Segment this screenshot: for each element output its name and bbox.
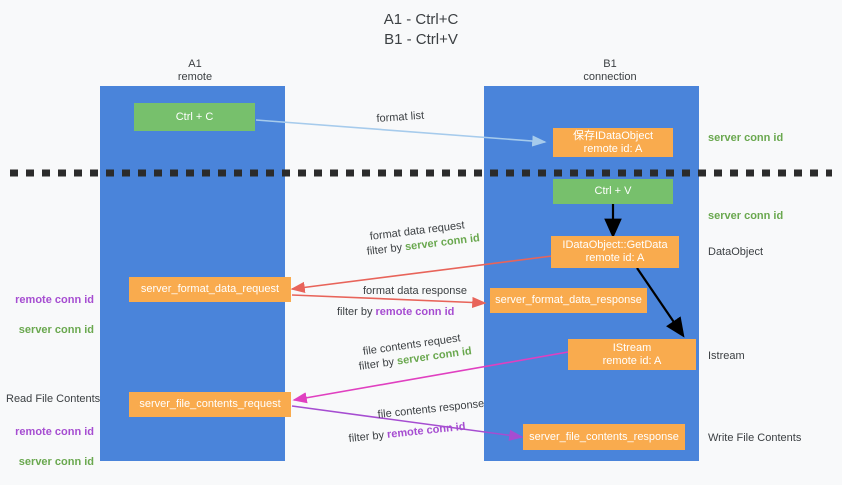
- left-label-conn-ids-1: remote conn id server conn id: [10, 278, 94, 353]
- caption-file-contents-response-filter: filter by remote conn id: [348, 420, 466, 447]
- box-ctrl-c[interactable]: Ctrl + C: [134, 103, 255, 131]
- left-label-server-conn-id-2: server conn id: [18, 456, 94, 468]
- right-label-write-file-contents: Write File Contents: [708, 432, 802, 444]
- right-label-dataobject: DataObject: [708, 246, 764, 258]
- caption-format-data-response: format data response: [363, 285, 467, 297]
- box-idataobject[interactable]: 保存IDataObject remote id: A: [553, 128, 673, 157]
- right-label-server-conn-id-1: server conn id: [708, 132, 784, 144]
- caption-filter-key-remote-2: remote conn id: [386, 420, 467, 441]
- box-ctrl-v[interactable]: Ctrl + V: [553, 179, 673, 204]
- caption-filter-prefix-3: filter by: [358, 355, 398, 373]
- caption-filter-prefix-2: filter by: [337, 306, 376, 318]
- box-istream[interactable]: IStream remote id: A: [568, 339, 696, 370]
- caption-filter-prefix-1: filter by: [366, 241, 406, 258]
- caption-format-data-response-filter: filter by remote conn id: [337, 305, 454, 320]
- box-server-format-data-response[interactable]: server_format_data_response: [490, 288, 647, 313]
- left-label-server-conn-id-1: server conn id: [18, 324, 94, 336]
- caption-filter-key-remote-1: remote conn id: [375, 306, 455, 318]
- caption-filter-prefix-4: filter by: [348, 428, 388, 445]
- left-label-remote-conn-id-2: remote conn id: [15, 426, 94, 438]
- left-label-read-file-contents: Read File Contents: [6, 393, 101, 405]
- box-server-file-contents-request[interactable]: server_file_contents_request: [129, 392, 291, 417]
- right-label-server-conn-id-2: server conn id: [708, 210, 784, 222]
- page-title: A1 - Ctrl+C B1 - Ctrl+V: [383, 11, 459, 48]
- box-server-file-contents-response[interactable]: server_file_contents_response: [523, 424, 685, 450]
- left-label-conn-ids-2: remote conn id server conn id: [10, 410, 94, 485]
- box-server-format-data-request[interactable]: server_format_data_request: [129, 277, 291, 302]
- left-label-remote-conn-id-1: remote conn id: [15, 294, 94, 306]
- column-header-a1: A1 remote: [177, 58, 213, 83]
- caption-format-list: format list: [376, 109, 425, 125]
- right-label-istream: Istream: [708, 350, 745, 362]
- caption-file-contents-response: file contents response: [377, 397, 485, 421]
- box-idataobject-getdata[interactable]: IDataObject::GetData remote id: A: [551, 236, 679, 268]
- column-header-b1: B1 connection: [583, 58, 637, 83]
